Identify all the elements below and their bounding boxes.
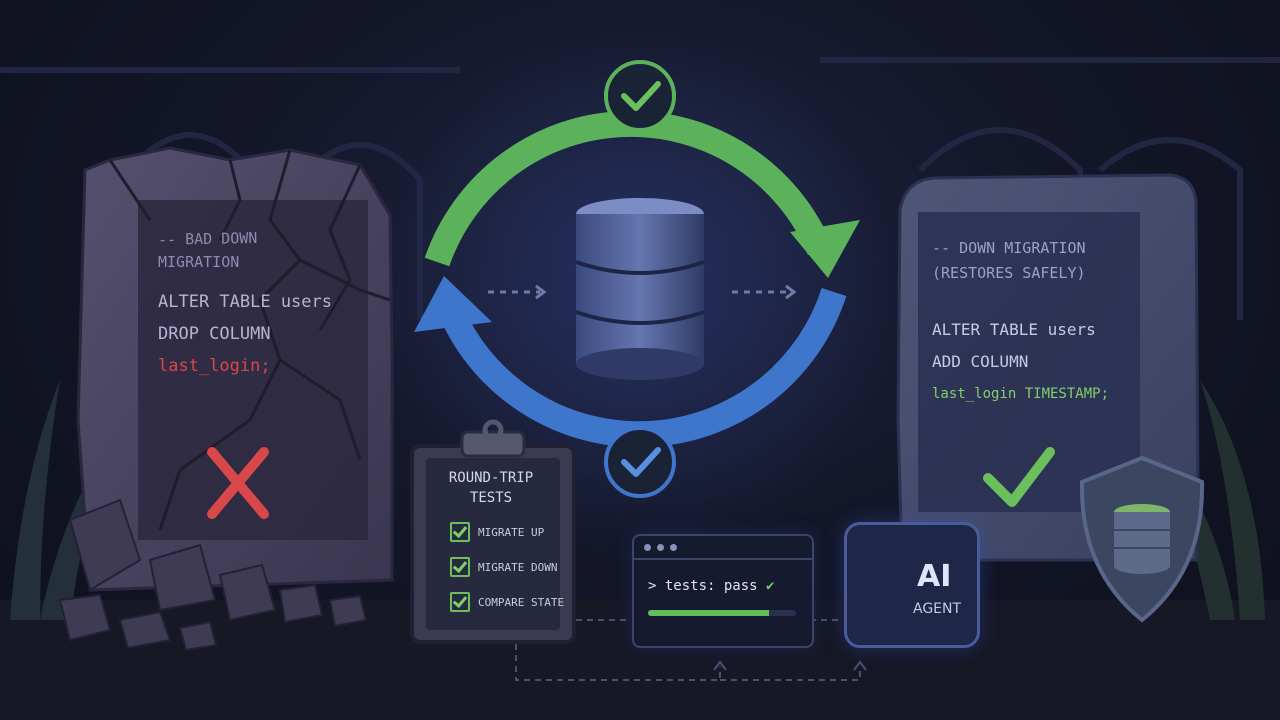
progress-fill — [648, 610, 770, 616]
database-icon — [575, 198, 705, 380]
code-line-3: last_login TIMESTAMP; — [932, 386, 1110, 402]
checkbox-checked-icon — [450, 522, 470, 542]
green-arrow-head — [790, 220, 860, 278]
good-migration-code: -- DOWN MIGRATION (RESTORES SAFELY) ALTE… — [932, 236, 1152, 410]
checklist-item: MIGRATE UP — [450, 522, 544, 542]
comment-line-1: -- DOWN MIGRATION — [932, 239, 1086, 257]
clipboard-title-line-2: TESTS — [469, 490, 513, 506]
code-line-3: last_login; — [158, 356, 271, 376]
check-mark-icon — [983, 447, 1055, 507]
checklist-item-label: COMPARE STATE — [478, 595, 565, 609]
checklist-item: COMPARE STATE — [450, 592, 564, 612]
check-icon: ✔ — [766, 578, 775, 594]
clipboard-title-line-1: ROUND-TRIP — [448, 470, 534, 486]
code-line-2: DROP COLUMN — [158, 324, 271, 344]
top-check-badge — [604, 60, 676, 132]
ai-agent-card: AI AGENT — [844, 522, 980, 648]
window-dot — [670, 543, 677, 551]
checkbox-checked-icon — [450, 557, 470, 577]
terminal-output: > tests: pass ✔ — [648, 578, 774, 594]
clipboard — [410, 419, 576, 644]
bottom-check-badge — [604, 426, 676, 498]
left-tombstone — [58, 146, 394, 652]
ai-label: AI — [917, 559, 952, 594]
comment-line-1: -- BAD DOWN — [157, 229, 258, 249]
terminal-window: > tests: pass ✔ — [632, 534, 814, 648]
window-dot — [644, 543, 651, 551]
terminal-titlebar — [634, 536, 812, 560]
checklist-item-label: MIGRATE DOWN — [478, 560, 558, 574]
clipboard-title: ROUND-TRIP TESTS — [432, 468, 550, 508]
connectors — [515, 619, 861, 681]
checklist-item: MIGRATE DOWN — [450, 557, 557, 577]
progress-bar — [648, 610, 796, 616]
agent-label: AGENT — [913, 601, 962, 617]
shield-database-icon — [1079, 455, 1205, 623]
rubble — [58, 498, 368, 652]
comment-line-2: (RESTORES SAFELY) — [932, 264, 1086, 282]
cycle-diagram — [414, 60, 860, 498]
code-line-2: ADD COLUMN — [932, 352, 1029, 371]
terminal-text: > tests: pass — [648, 578, 758, 594]
window-dot — [657, 543, 664, 551]
checkbox-checked-icon — [450, 592, 470, 612]
code-line-1: ALTER TABLE users — [158, 292, 332, 312]
bad-migration-code: -- BAD DOWN MIGRATION ALTER TABLE users … — [158, 226, 358, 382]
code-line-1: ALTER TABLE users — [932, 320, 1096, 339]
checklist-item-label: MIGRATE UP — [478, 525, 545, 539]
blue-arrow-head — [414, 276, 492, 332]
x-mark-icon — [207, 447, 269, 519]
comment-line-2: MIGRATION — [158, 253, 240, 271]
